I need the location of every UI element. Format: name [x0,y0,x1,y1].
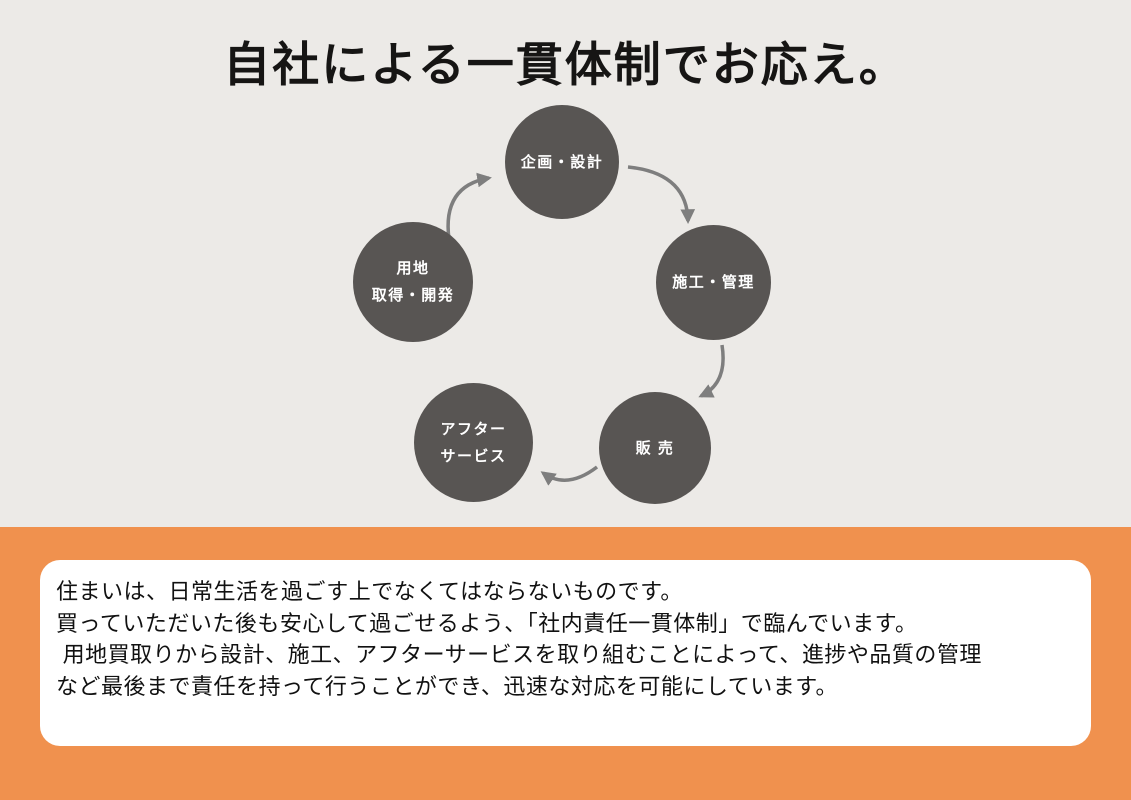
node-label: 企画・設計 [520,153,604,171]
node-label-line1: 用地 [396,260,430,277]
node-label-line2: サービス [440,447,507,465]
cycle-arrows [446,165,725,486]
description-line-2: 買っていただいた後も安心して過ごせるよう、「社内責任一貫体制」で臨んでいます。 [56,610,918,636]
arrow-land-to-planning [446,172,492,240]
description-line-1: 住まいは、日常生活を過ごす上でなくてはならないものです。 [56,579,683,604]
top-section: 自社による一貫体制でお応え。 企画・設計 施工・管理 販 [223,38,908,504]
node-land-acquisition: 用地 取得・開発 [353,222,473,342]
cycle-diagram: 企画・設計 施工・管理 販 売 アフター サービス 用地 取得・開発 [353,105,771,504]
node-label-line2: 取得・開発 [371,287,455,304]
arrow-sales-to-after [540,465,599,486]
node-sales: 販 売 [599,392,711,504]
node-label-line1: アフター [440,420,507,438]
bottom-section: 住まいは、日常生活を過ごす上でなくてはならないものです。 買っていただいた後も安… [0,527,1131,800]
description-line-4: など最後まで責任を持って行うことができ、迅速な対応を可能にしています。 [56,673,839,699]
node-planning-design: 企画・設計 [505,105,619,219]
node-label: 販 売 [635,439,675,457]
page-title: 自社による一貫体制でお応え。 [223,38,908,91]
description-card: 住まいは、日常生活を過ごす上でなくてはならないものです。 買っていただいた後も安… [40,560,1091,746]
node-label: 施工・管理 [672,274,755,291]
arrow-construction-to-sales [698,344,725,398]
node-after-service: アフター サービス [414,383,533,502]
arrow-planning-to-construction [627,165,696,224]
node-construction-management: 施工・管理 [656,225,771,340]
description-line-3: 用地買取りから設計、施工、アフターサービスを取り組むことによって、進捗や品質の管… [56,642,982,667]
